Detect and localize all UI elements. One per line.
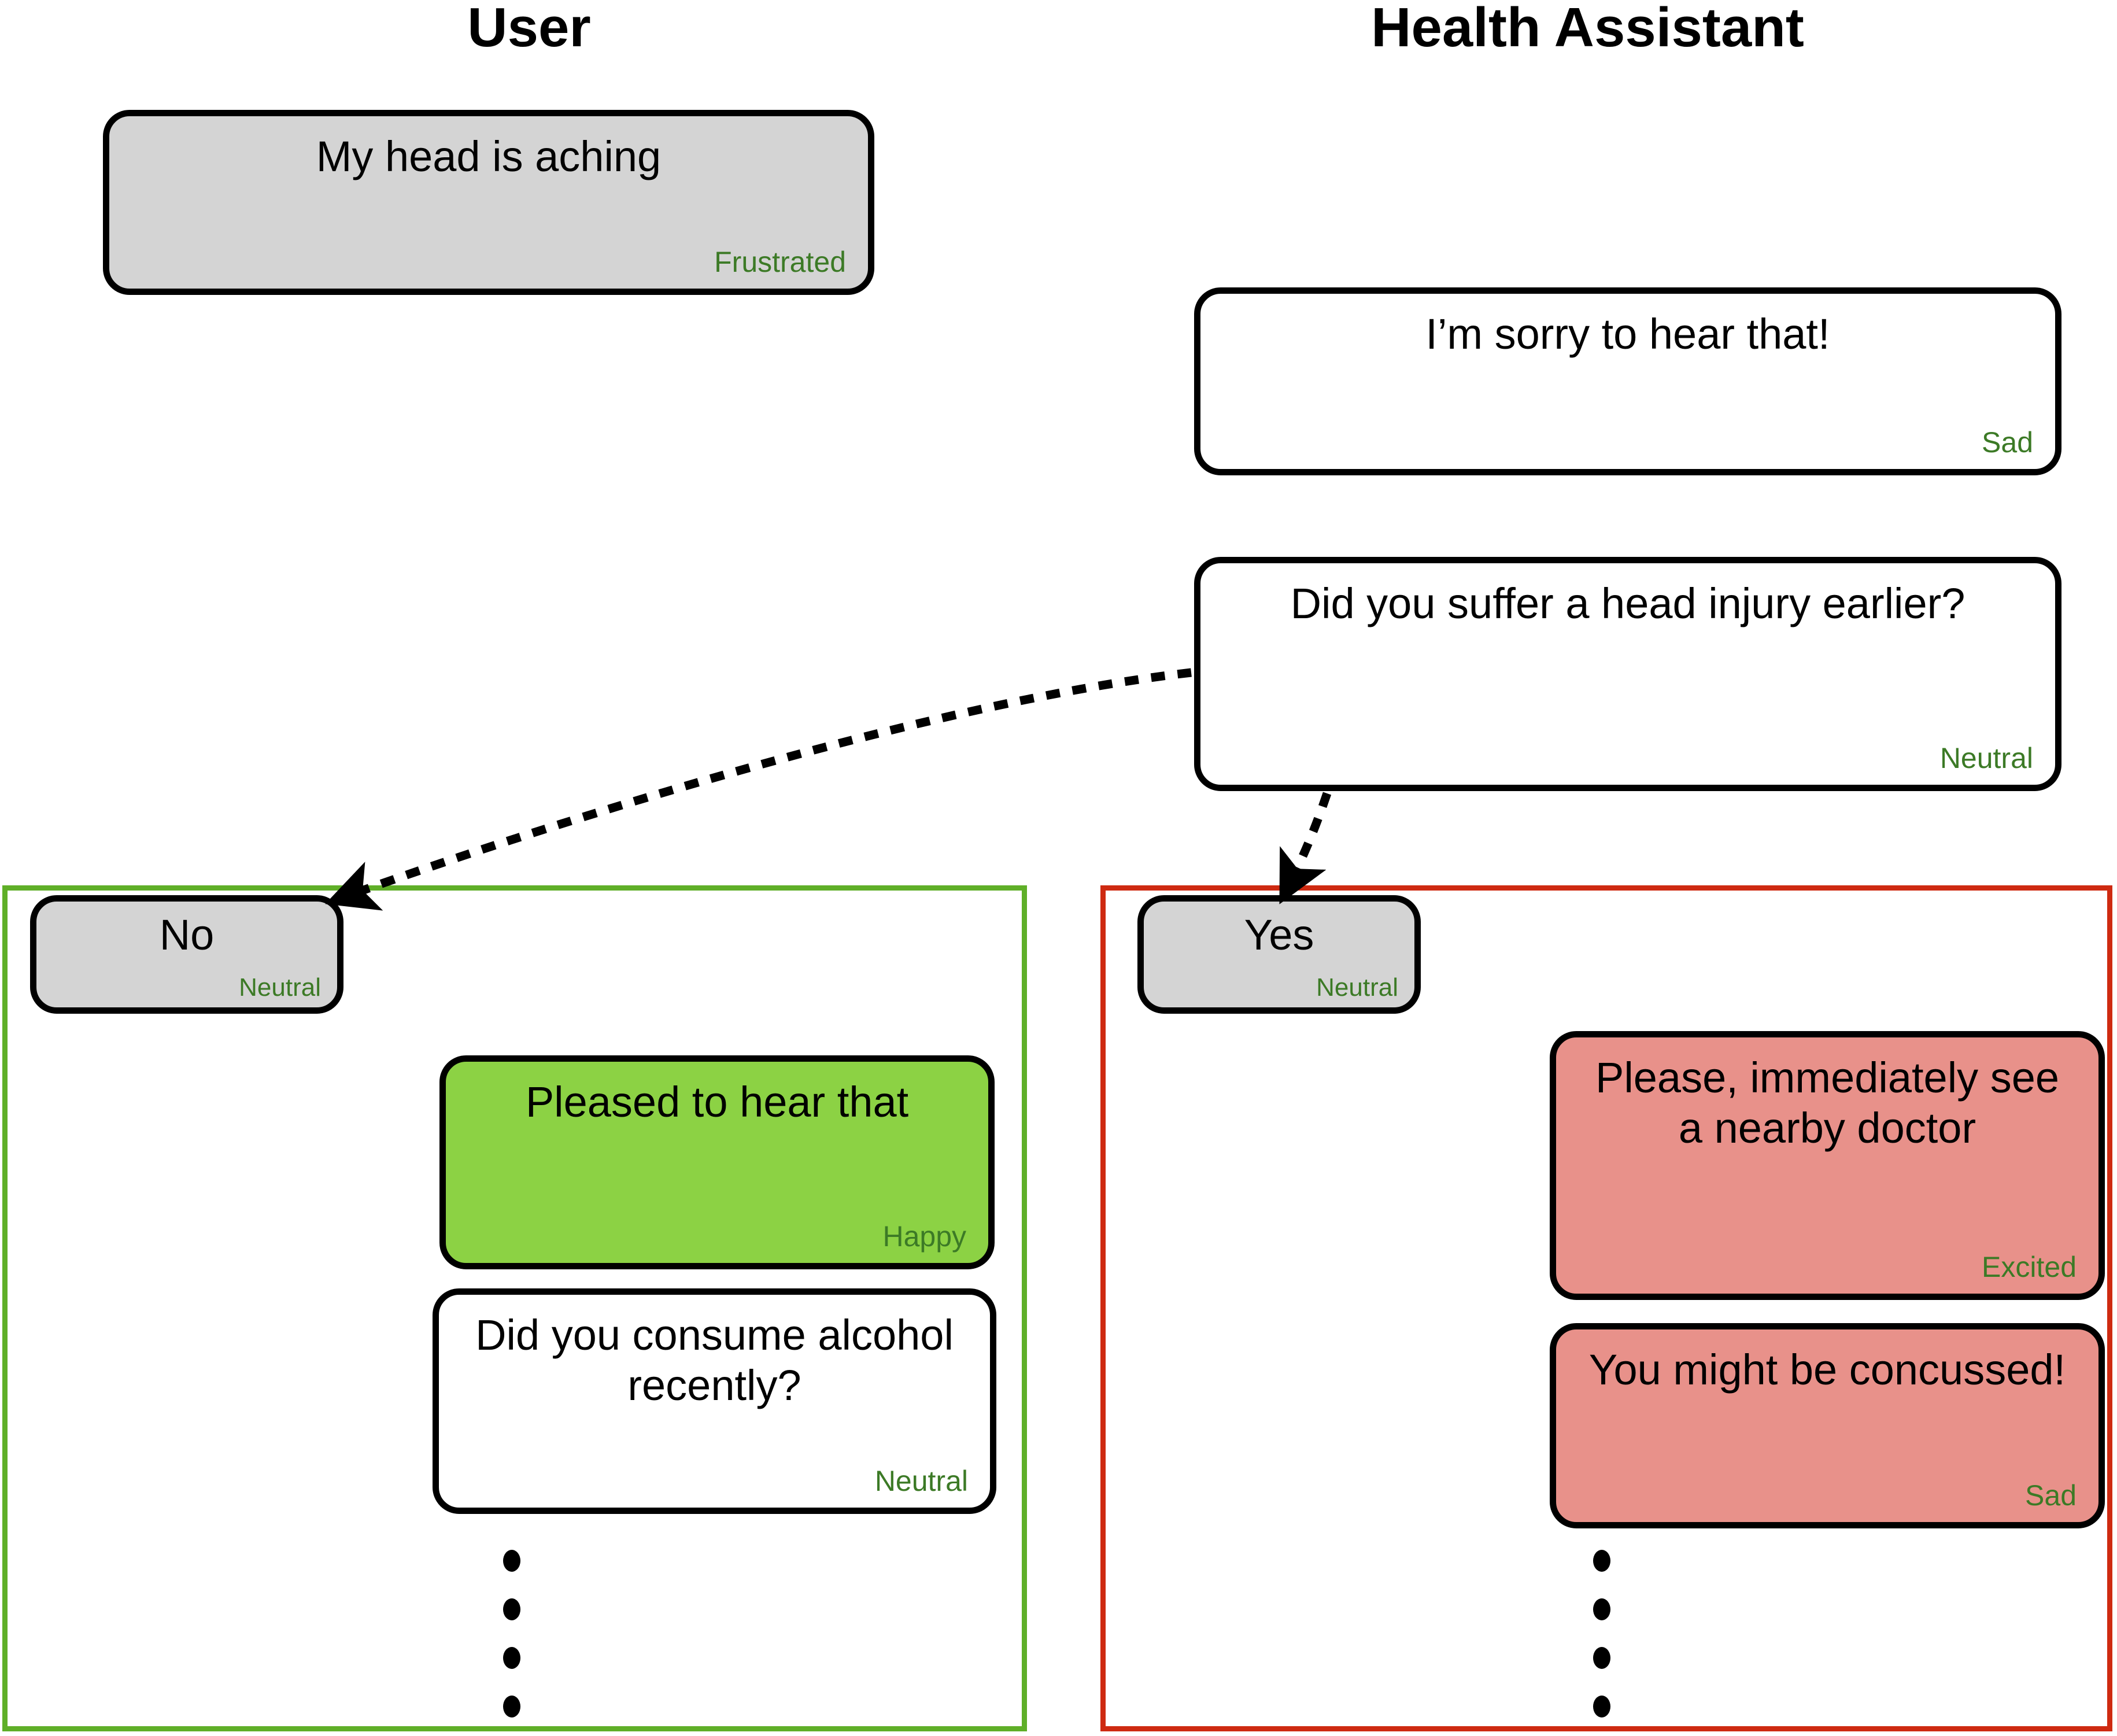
column-title-user: User xyxy=(467,0,591,58)
ellipsis-dot-icon xyxy=(503,1598,520,1620)
emotion-label: Neutral xyxy=(239,973,321,1002)
ellipsis-dot-icon xyxy=(1593,1696,1610,1717)
emotion-label: Sad xyxy=(1982,426,2033,459)
emotion-label: Frustrated xyxy=(714,246,846,278)
ellipsis-dot-icon xyxy=(1593,1647,1610,1669)
chat-bubble-assistant-concussed[interactable]: You might be concussed! Sad xyxy=(1550,1323,2105,1528)
chat-bubble-text: Pleased to hear that xyxy=(525,1078,909,1126)
chat-bubble-text: Please, immediately see a nearby doctor xyxy=(1595,1054,2060,1153)
connector-to-no xyxy=(325,668,1192,911)
emotion-label: Excited xyxy=(1982,1251,2077,1283)
ellipsis-dot-icon xyxy=(1593,1550,1610,1572)
ellipsis-dot-icon xyxy=(503,1647,520,1669)
chat-bubble-text: I’m sorry to hear that! xyxy=(1425,310,1830,358)
column-title-health-assistant: Health Assistant xyxy=(1371,0,1804,58)
chat-bubble-user-no[interactable]: No Neutral xyxy=(30,895,343,1014)
chat-bubble-assistant-pleased[interactable]: Pleased to hear that Happy xyxy=(439,1055,995,1269)
ellipsis-dot-icon xyxy=(1593,1598,1610,1620)
emotion-label: Sad xyxy=(2025,1479,2077,1512)
continuation-dots-no-branch xyxy=(500,1550,523,1717)
emotion-label: Neutral xyxy=(1939,742,2033,774)
branch-panel-yes xyxy=(1100,885,2112,1731)
ellipsis-dot-icon xyxy=(503,1696,520,1717)
chat-bubble-user-headache[interactable]: My head is aching Frustrated xyxy=(103,110,874,295)
chat-bubble-text: My head is aching xyxy=(316,132,662,180)
chat-bubble-text: No xyxy=(159,911,215,959)
chat-bubble-user-yes[interactable]: Yes Neutral xyxy=(1137,895,1421,1014)
chat-bubble-text: Did you suffer a head injury earlier? xyxy=(1290,579,1965,627)
connector-to-yes xyxy=(1279,792,1332,904)
chat-bubble-text: Yes xyxy=(1244,911,1314,959)
chat-bubble-assistant-head-injury[interactable]: Did you suffer a head injury earlier? Ne… xyxy=(1194,557,2061,791)
chat-bubble-assistant-see-doctor[interactable]: Please, immediately see a nearby doctor … xyxy=(1550,1031,2105,1300)
chat-bubble-assistant-alcohol[interactable]: Did you consume alcohol recently? Neutra… xyxy=(433,1288,996,1514)
emotion-label: Neutral xyxy=(874,1465,968,1497)
chat-bubble-text: You might be concussed! xyxy=(1588,1346,2066,1394)
chat-bubble-text: Did you consume alcohol recently? xyxy=(475,1311,954,1410)
chat-bubble-assistant-sorry[interactable]: I’m sorry to hear that! Sad xyxy=(1194,287,2061,475)
emotion-label: Neutral xyxy=(1316,973,1398,1002)
ellipsis-dot-icon xyxy=(503,1550,520,1572)
continuation-dots-yes-branch xyxy=(1590,1550,1613,1717)
emotion-label: Happy xyxy=(882,1220,966,1253)
